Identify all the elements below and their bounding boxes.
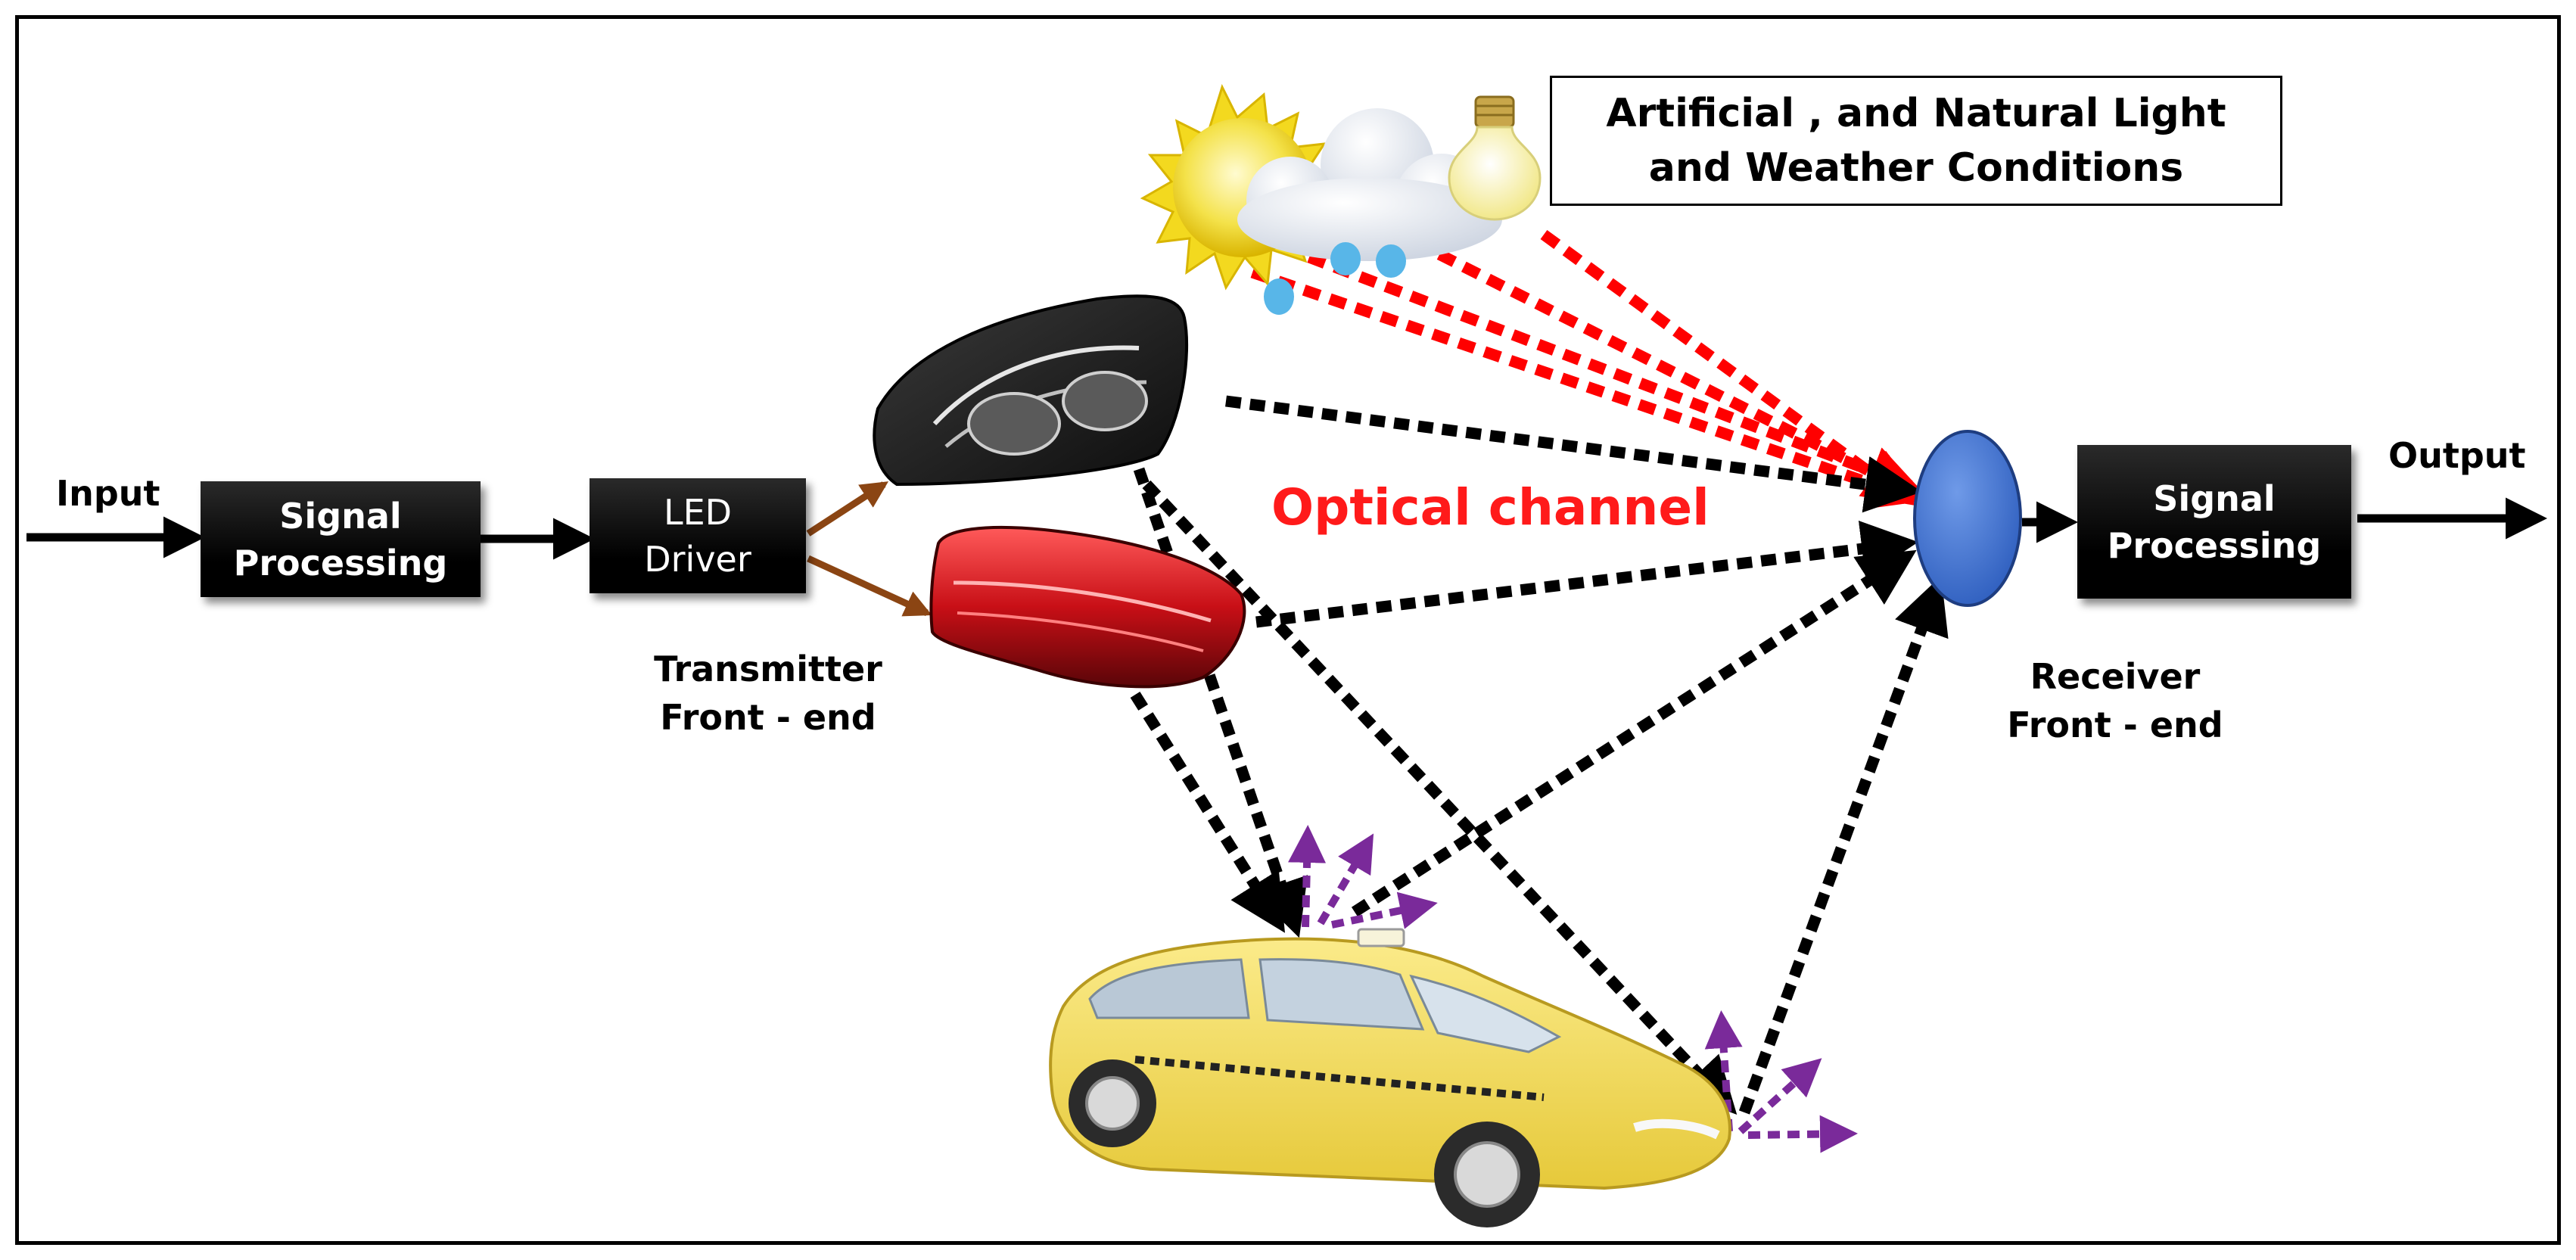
- driver-links: [806, 481, 932, 617]
- taxi-car-icon: [1049, 928, 1731, 1227]
- scatter-ray: [1288, 825, 1327, 928]
- scatter-ray: [1747, 1115, 1858, 1153]
- headlight-icon: [873, 294, 1189, 487]
- car-roof-reflection-ray: [1351, 549, 1917, 917]
- noise-ray: [1540, 229, 1915, 506]
- rx-signal-processing-block: Signal Processing: [2077, 445, 2351, 599]
- receiver-front-end-label: Receiver Front - end: [2007, 656, 2223, 745]
- noise-ray: [1250, 266, 1923, 509]
- noise-ray: [1307, 251, 1921, 496]
- led-driver-line2: Driver: [644, 539, 751, 580]
- led-driver-line1: LED: [663, 492, 733, 533]
- headlight-to-car-front-ray: [1142, 480, 1738, 1115]
- led-driver-block: LED Driver: [590, 478, 806, 593]
- optical-channel-label: Optical channel: [1271, 478, 1710, 537]
- noise-ray: [1412, 237, 1921, 497]
- input-label: Input: [56, 473, 160, 514]
- headlight-to-car-ray: [1133, 467, 1308, 938]
- ambient-noise-rays: [1250, 229, 1923, 509]
- rain-cloud-icon: [1237, 108, 1502, 315]
- scatter-reflections: [1288, 825, 1858, 1153]
- scatter-ray: [1330, 891, 1438, 929]
- tx-signal-processing-line2: Processing: [233, 542, 448, 583]
- photodetector-icon: [1913, 430, 2022, 607]
- taillight-icon: [929, 525, 1246, 689]
- diagram-frame: [15, 15, 2561, 1245]
- output-label: Output: [2388, 435, 2526, 476]
- tx-signal-processing-block: Signal Processing: [201, 481, 481, 597]
- los-ray-headlight: [1225, 395, 1922, 513]
- conditions-caption-box: Artificial , and Natural Light and Weath…: [1550, 76, 2282, 206]
- taillight-to-car-ray: [1130, 692, 1285, 933]
- conditions-line2: and Weather Conditions: [1648, 145, 2184, 191]
- tx-signal-processing-line1: Signal: [279, 495, 402, 537]
- conditions-line1: Artificial , and Natural Light: [1606, 91, 2226, 136]
- rx-signal-processing-line1: Signal: [2153, 478, 2276, 519]
- light-bulb-icon: [1448, 95, 1542, 221]
- car-front-reflection-ray: [1738, 575, 1949, 1115]
- transmitter-front-end-label: Transmitter Front - end: [654, 649, 882, 738]
- driver-to-headlight-arrow: [806, 481, 889, 537]
- driver-to-taillight-arrow: [807, 555, 932, 617]
- signal-rays: [1130, 395, 1949, 1115]
- signal-path-arrows: [26, 497, 2547, 560]
- los-ray-taillight: [1255, 520, 1918, 628]
- rx-signal-processing-line2: Processing: [2107, 524, 2322, 566]
- scatter-ray: [1738, 1058, 1822, 1134]
- scatter-ray: [1317, 833, 1374, 926]
